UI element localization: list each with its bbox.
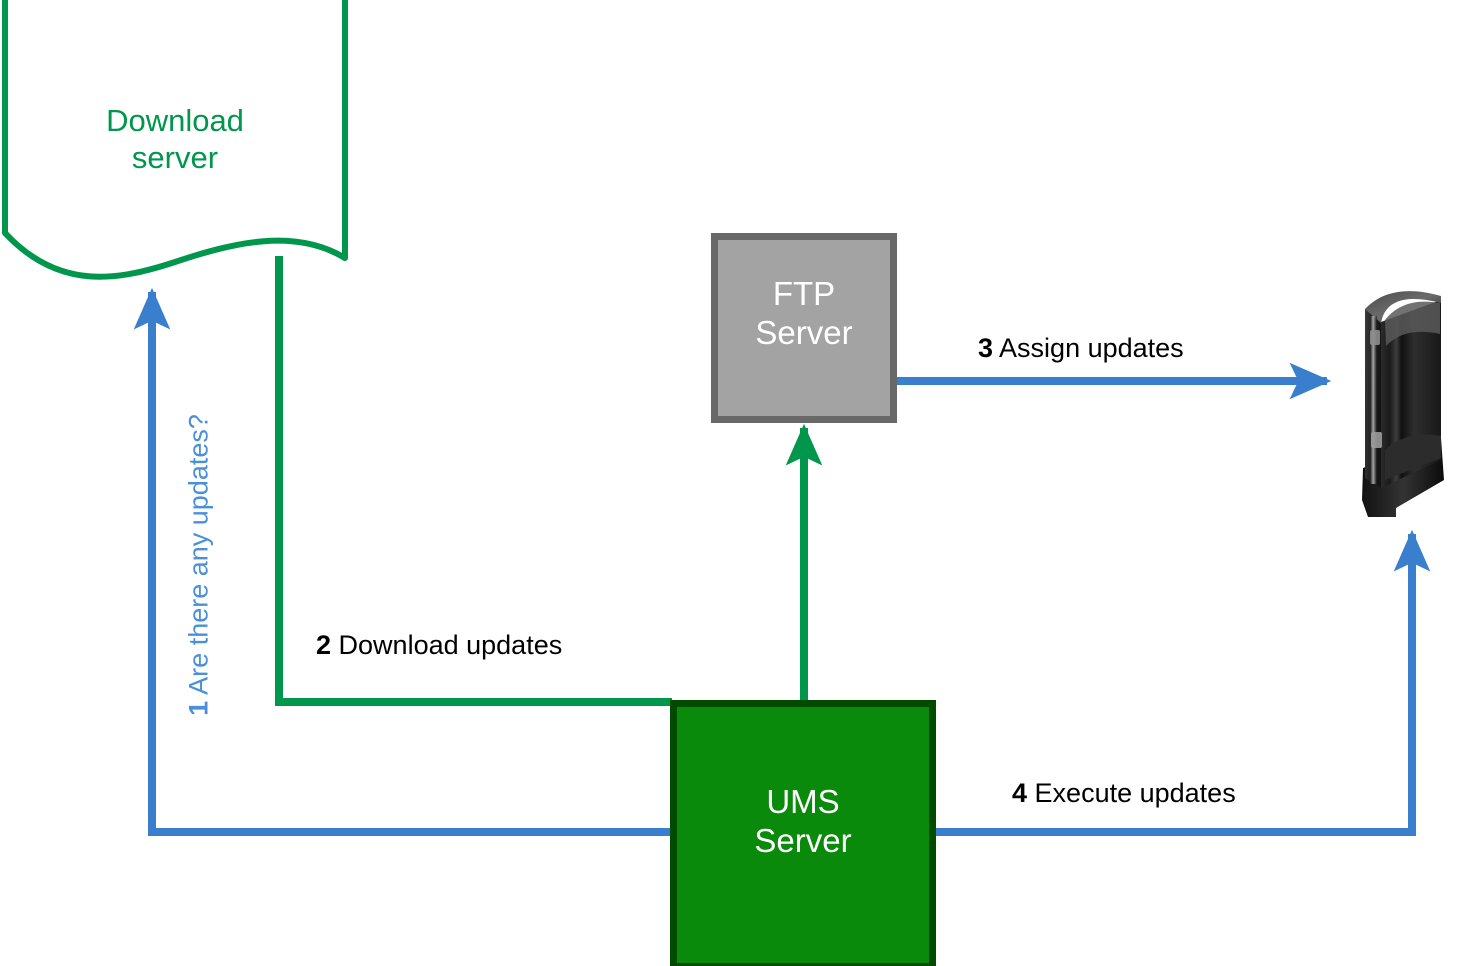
flow-label-2: 2 Download updates bbox=[316, 630, 562, 661]
flow-4-text: Execute updates bbox=[1034, 778, 1236, 808]
download-server-shape bbox=[2, 0, 348, 280]
flow-2-text: Download updates bbox=[338, 630, 563, 660]
flow-3-seq: 3 bbox=[978, 333, 994, 363]
flow-2-connector bbox=[275, 256, 672, 706]
node-ftp-server[interactable] bbox=[711, 233, 897, 423]
flow-label-1: 1 Are there any updates? bbox=[184, 414, 215, 716]
thin-client-icon bbox=[1362, 291, 1444, 517]
flow-1-connector bbox=[133, 287, 673, 836]
node-download-server[interactable]: Download server bbox=[0, 0, 350, 280]
flow-label-3: 3 Assign updates bbox=[978, 333, 1184, 364]
flow-4-seq: 4 bbox=[1012, 778, 1028, 808]
flow-2-seq: 2 bbox=[316, 630, 332, 660]
node-ums-server[interactable] bbox=[670, 700, 936, 966]
flow-1-text: Are there any updates? bbox=[183, 414, 214, 695]
download-server-label: Download server bbox=[106, 103, 244, 175]
flow-label-4: 4 Execute updates bbox=[1012, 778, 1236, 809]
flow-4-connector bbox=[936, 529, 1431, 836]
flow-1-seq: 1 bbox=[183, 700, 214, 716]
flow-3-text: Assign updates bbox=[999, 333, 1184, 363]
